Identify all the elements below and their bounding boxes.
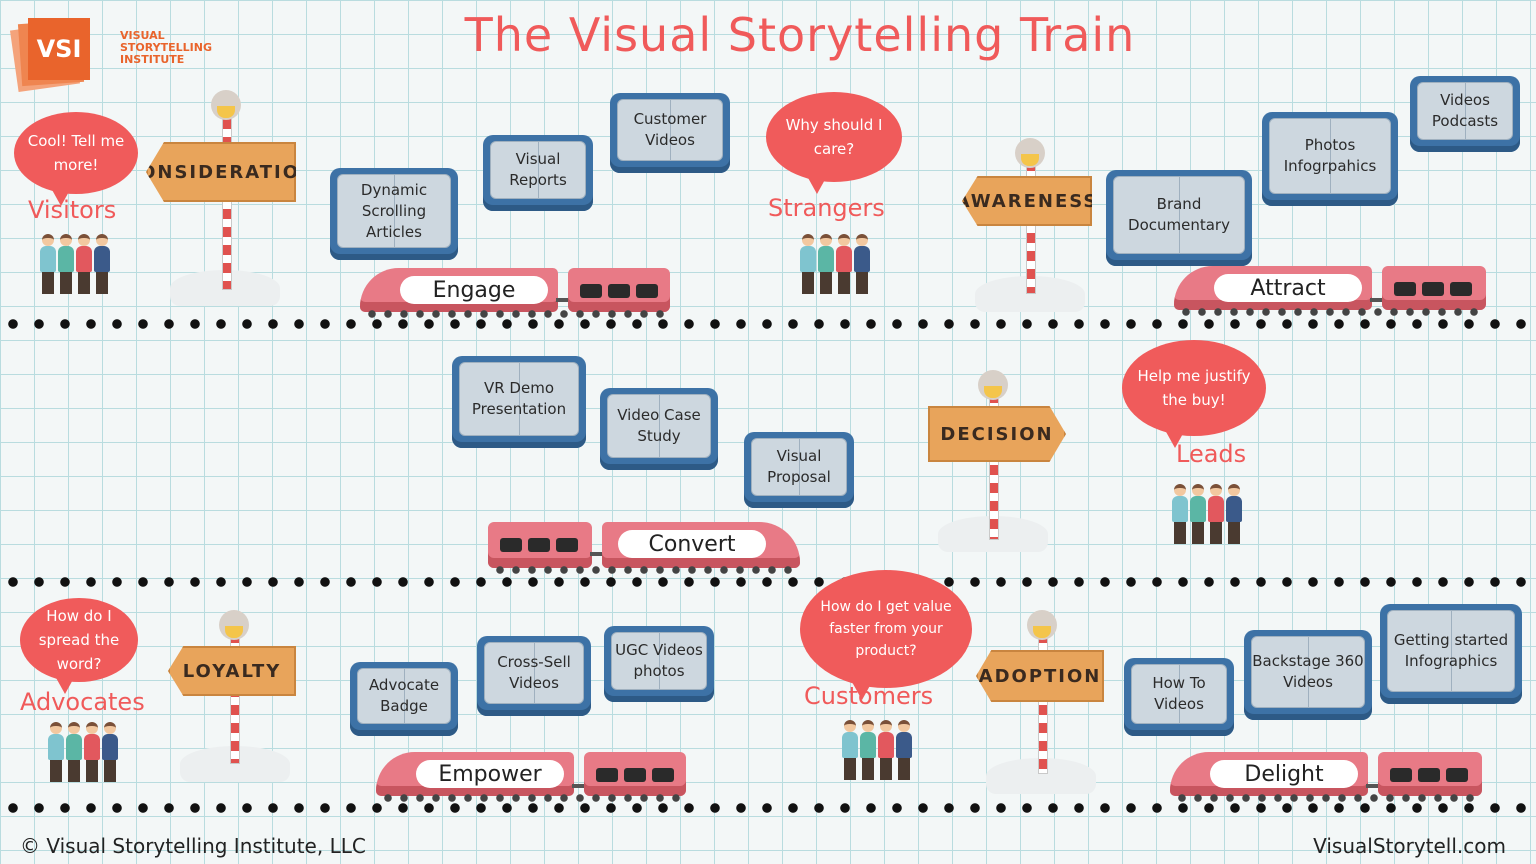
rail-divider — [0, 576, 1536, 588]
lamp-icon — [1015, 138, 1045, 168]
speech-bubble: How do I spread the word? — [20, 598, 138, 694]
train-engine: Delight — [1170, 752, 1368, 796]
content-book: Photos Infogrpahics — [1262, 112, 1398, 206]
train-coupler — [590, 552, 604, 556]
logo-text: VISUAL STORYTELLING INSTITUTE — [120, 29, 212, 66]
content-book: Getting started Infographics — [1380, 604, 1522, 704]
train-wheels — [364, 310, 670, 318]
persona-label: Strangers — [768, 194, 885, 222]
content-book: How To Videos — [1124, 658, 1234, 736]
people-group — [48, 722, 118, 782]
content-book: Visual Reports — [483, 135, 593, 211]
train-coupler — [1366, 784, 1380, 788]
people-group — [800, 234, 870, 294]
train-car — [488, 522, 592, 568]
people-group — [1172, 484, 1242, 544]
content-book: Visual Proposal — [744, 432, 854, 508]
speech-bubble: Help me justify the buy! — [1122, 340, 1266, 448]
train-label: Empower — [416, 760, 564, 788]
train-label: Engage — [400, 276, 548, 304]
lamp-icon — [211, 90, 241, 120]
lamp-icon — [219, 610, 249, 640]
people-group — [40, 234, 110, 294]
speech-bubble: How do I get value faster from your prod… — [800, 570, 972, 700]
content-book: Backstage 360 Videos — [1244, 630, 1372, 720]
train-wheels — [380, 794, 686, 802]
train-wheels — [1178, 308, 1486, 316]
train-label: Convert — [618, 530, 766, 558]
train-car — [1382, 266, 1486, 310]
train-coupler — [572, 784, 586, 788]
train-engine: Engage — [360, 268, 558, 312]
train-label: Attract — [1214, 274, 1362, 302]
persona-label: Visitors — [28, 196, 117, 224]
content-book: Videos Podcasts — [1410, 76, 1520, 152]
logo: VSI — [9, 18, 114, 93]
persona-label: Advocates — [20, 688, 145, 716]
copyright-text: © Visual Storytelling Institute, LLC — [20, 834, 366, 858]
people-group — [842, 720, 912, 780]
content-book: Customer Videos — [610, 93, 730, 173]
persona-label: Leads — [1176, 440, 1247, 468]
content-book: Cross-Sell Videos — [477, 636, 591, 716]
speech-bubble: Why should I care? — [766, 92, 902, 194]
stage-sign-consideration: CONSIDERATION — [146, 142, 296, 202]
page-title: The Visual Storytelling Train — [464, 8, 1136, 62]
website-link[interactable]: VisualStorytell.com — [1313, 834, 1506, 858]
train-car — [1378, 752, 1482, 796]
speech-bubble: Cool! Tell me more! — [14, 112, 138, 206]
train-engine: Convert — [602, 522, 800, 568]
train-coupler — [1370, 298, 1384, 302]
train-coupler — [556, 298, 570, 302]
stage-sign-awareness: AWARENESS — [962, 176, 1092, 226]
logo-mark: VSI — [28, 18, 90, 80]
stage-sign-loyalty: LOYALTY — [168, 646, 296, 696]
persona-label: Customers — [804, 682, 934, 710]
rail-divider — [0, 318, 1536, 330]
train-car — [584, 752, 686, 796]
lamp-icon — [1027, 610, 1057, 640]
stage-sign-decision: DECISION — [928, 406, 1066, 462]
content-book: Advocate Badge — [350, 662, 458, 736]
content-book: Video Case Study — [600, 388, 718, 470]
train-wheels — [1174, 794, 1482, 802]
rail-divider — [0, 802, 1536, 814]
lamp-icon — [978, 370, 1008, 400]
content-book: VR Demo Presentation — [452, 356, 586, 448]
train-engine: Empower — [376, 752, 574, 796]
train-label: Delight — [1210, 760, 1358, 788]
stage-sign-adoption: ADOPTION — [976, 650, 1104, 702]
content-book: Dynamic Scrolling Articles — [330, 168, 458, 260]
content-book: Brand Documentary — [1106, 170, 1252, 266]
content-book: UGC Videos photos — [604, 626, 714, 702]
train-engine: Attract — [1174, 266, 1372, 310]
train-wheels — [492, 566, 798, 574]
train-car — [568, 268, 670, 312]
